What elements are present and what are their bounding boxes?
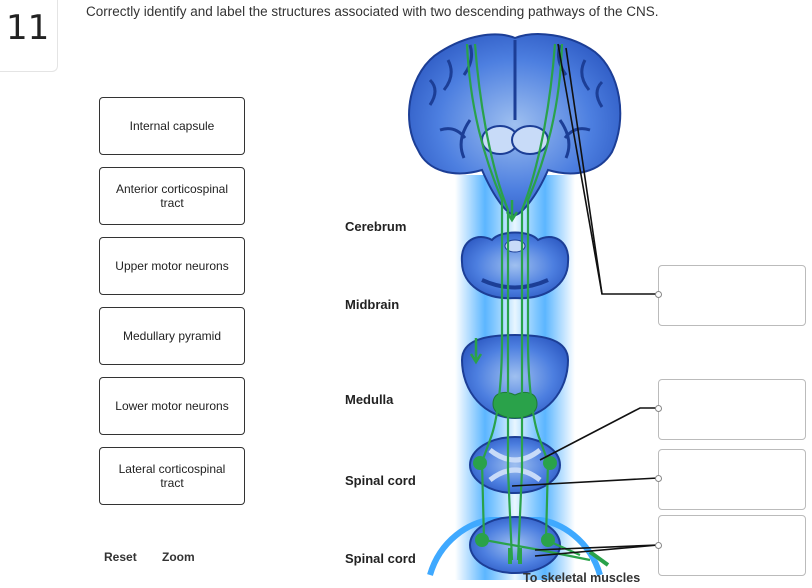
drop-target-3[interactable] <box>658 449 806 510</box>
question-number-box: 11 <box>0 0 58 72</box>
label-anterior-corticospinal-tract[interactable]: Anterior corticospinal tract <box>99 167 245 225</box>
pin-icon <box>655 475 662 482</box>
region-label-spinal-cord-lower: Spinal cord <box>345 551 416 566</box>
midbrain-section <box>460 231 570 300</box>
question-number: 11 <box>6 8 50 48</box>
region-label-cerebrum: Cerebrum <box>345 219 407 234</box>
zoom-button[interactable]: Zoom <box>162 550 195 564</box>
region-label-midbrain: Midbrain <box>345 297 400 312</box>
cerebrum-section <box>408 33 622 217</box>
label-medullary-pyramid[interactable]: Medullary pyramid <box>99 307 245 365</box>
label-internal-capsule[interactable]: Internal capsule <box>99 97 245 155</box>
label-lower-motor-neurons[interactable]: Lower motor neurons <box>99 377 245 435</box>
label-text: Anterior corticospinal tract <box>115 182 229 210</box>
arrow-down-icon <box>505 200 519 223</box>
pin-icon <box>655 405 662 412</box>
muscle-label: To skeletal muscles <box>523 571 641 585</box>
pin-icon <box>655 291 662 298</box>
label-text: Upper motor neurons <box>115 259 229 273</box>
label-lateral-corticospinal-tract[interactable]: Lateral corticospinal tract <box>99 447 245 505</box>
region-label-spinal-cord-upper: Spinal cord <box>345 473 416 488</box>
leader-lines <box>511 43 659 557</box>
medulla-section <box>460 333 570 420</box>
label-text: Lateral corticospinal tract <box>118 462 226 490</box>
descending-tracts <box>465 43 610 567</box>
reset-button[interactable]: Reset <box>104 550 137 564</box>
drop-target-4[interactable] <box>658 515 806 576</box>
drop-target-1[interactable] <box>658 265 806 326</box>
label-text: Internal capsule <box>129 119 215 133</box>
region-label-medulla: Medulla <box>345 392 394 407</box>
drop-target-2[interactable] <box>658 379 806 440</box>
label-text: Medullary pyramid <box>122 329 222 343</box>
spinal-cord-section-upper <box>469 436 561 494</box>
label-upper-motor-neurons[interactable]: Upper motor neurons <box>99 237 245 295</box>
pin-icon <box>655 542 662 549</box>
arrow-down-icon <box>469 338 483 365</box>
question-prompt: Correctly identify and label the structu… <box>86 4 659 19</box>
label-text: Lower motor neurons <box>115 399 229 413</box>
